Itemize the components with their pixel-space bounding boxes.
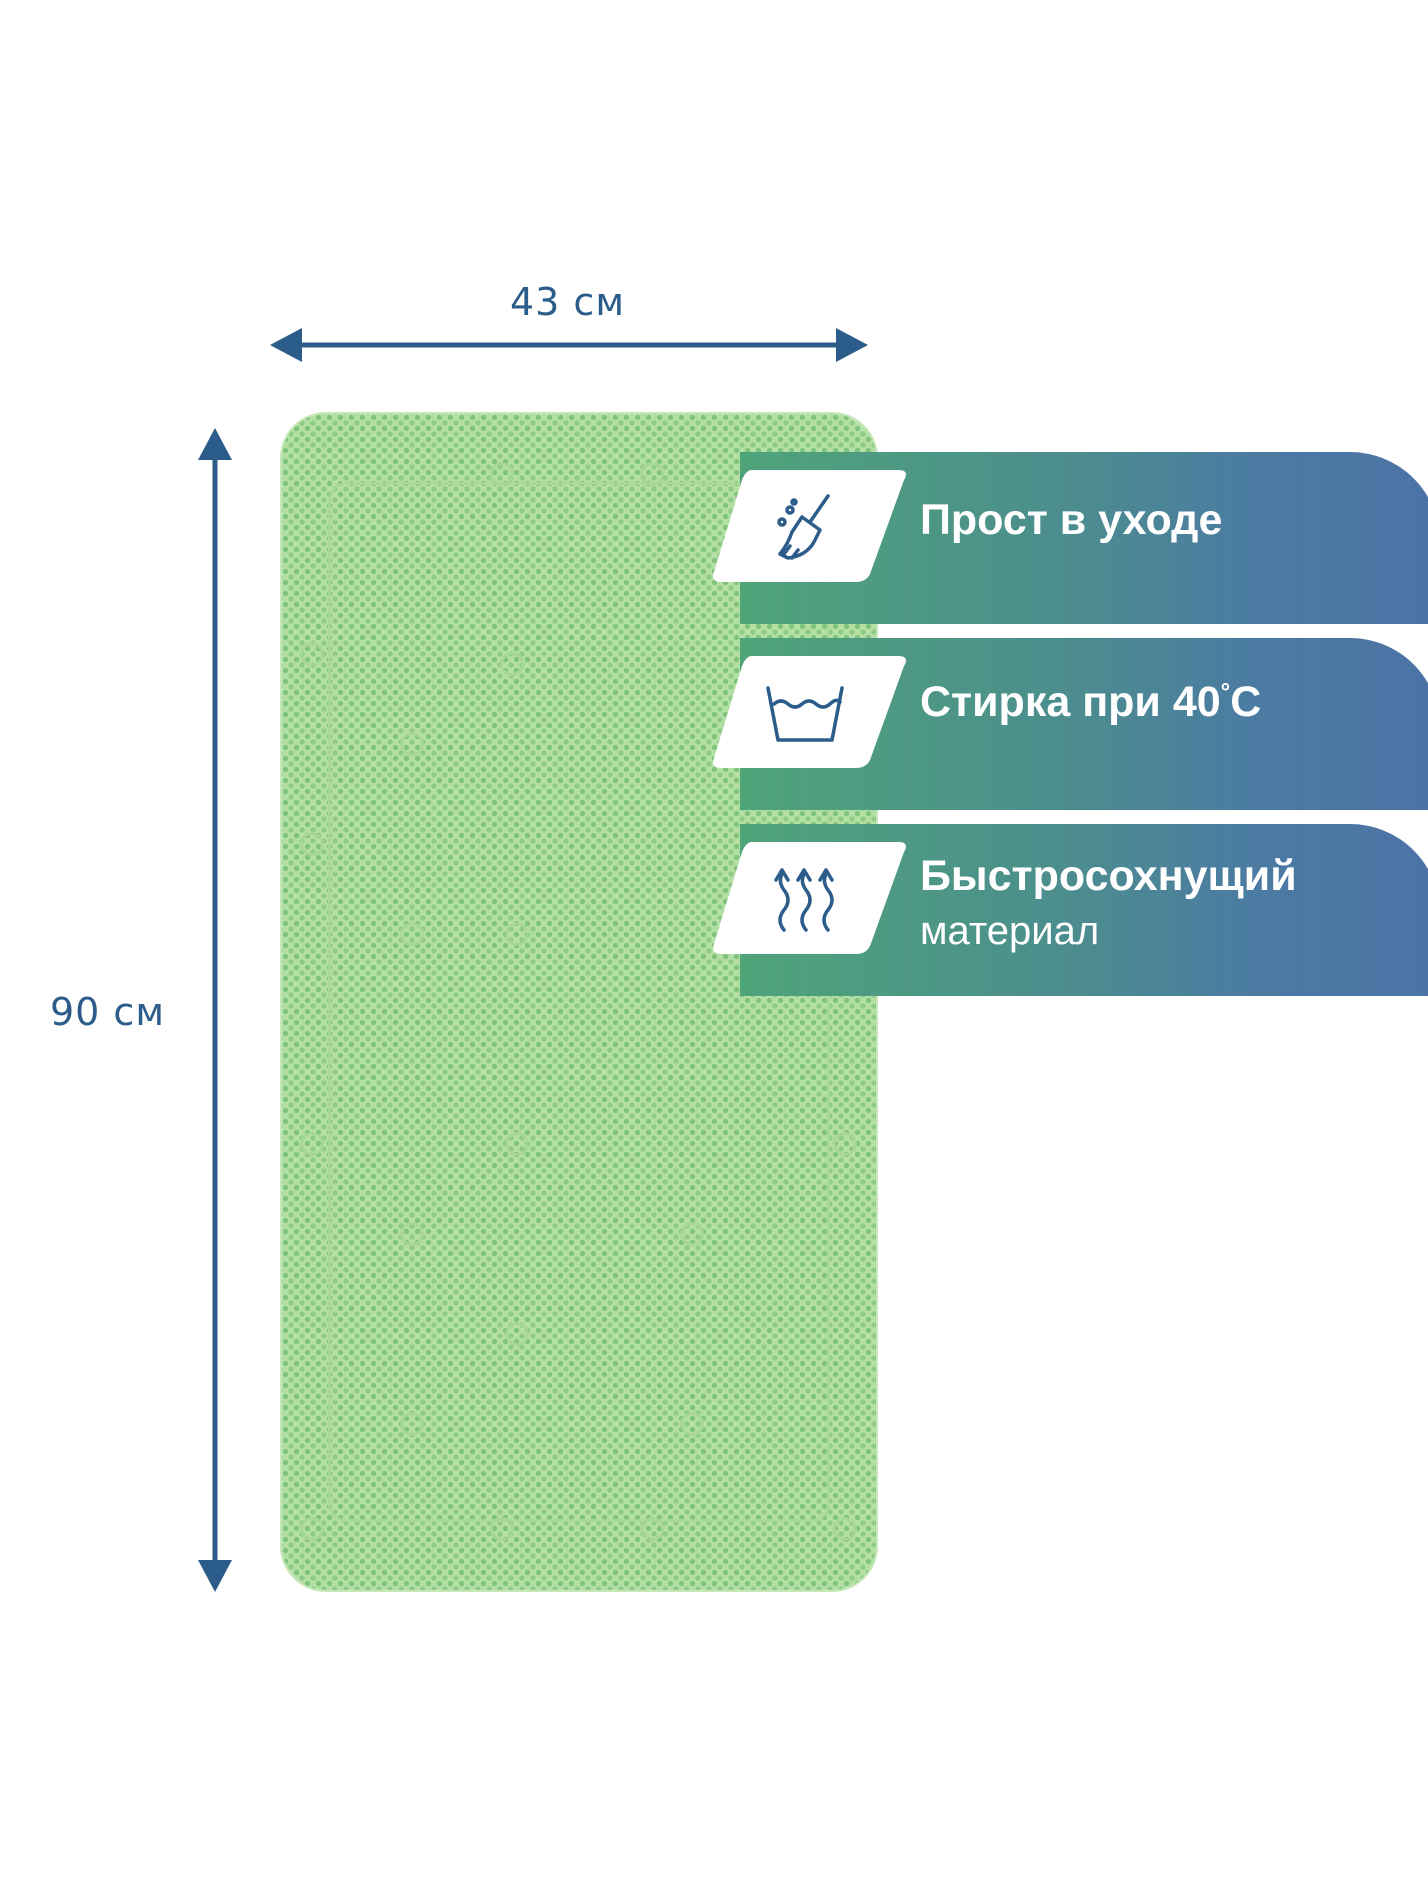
suction-cup	[680, 1412, 704, 1436]
suction-cup	[640, 462, 664, 486]
height-label: 90 см	[50, 990, 165, 1034]
suction-cup	[640, 1517, 664, 1541]
suction-cup	[505, 1132, 529, 1156]
suction-cup	[400, 1412, 424, 1436]
icon-tag	[713, 656, 906, 768]
feature-title: Быстросохнущий	[920, 852, 1297, 900]
degree-sign: °	[1220, 679, 1231, 706]
feature-title: Стирка при 40°C	[920, 678, 1261, 727]
broom-icon	[777, 494, 830, 560]
width-arrow-right-head	[836, 328, 868, 362]
feature-subtitle: материал	[920, 909, 1100, 953]
icon-tag	[713, 842, 906, 954]
suction-cup	[400, 1222, 424, 1246]
suction-cup	[490, 462, 514, 486]
height-arrow-top-head	[198, 428, 232, 460]
feature-banner-quick-dry: Быстросохнущий материал	[713, 824, 1428, 996]
suction-cup	[300, 642, 324, 666]
suction-cup	[400, 922, 424, 946]
feature-title-main: Стирка при 40	[920, 678, 1221, 726]
width-label: 43 см	[510, 280, 625, 324]
suction-cup	[505, 1322, 529, 1346]
height-arrow-bottom-head	[198, 1560, 232, 1592]
suction-cup	[833, 1517, 857, 1541]
suction-cup	[490, 1517, 514, 1541]
feature-banner-easy-care: Прост в уходе	[713, 452, 1428, 624]
feature-title-unit: C	[1230, 678, 1262, 726]
heat-waves-icon	[774, 868, 834, 932]
suction-cup	[680, 1222, 704, 1246]
suction-cup	[400, 732, 424, 756]
suction-cup	[300, 832, 324, 856]
width-arrow-left-head	[270, 328, 302, 362]
suction-cup	[833, 1132, 857, 1156]
wash-40-icon	[766, 686, 844, 742]
feature-banner-wash-40: Стирка при 40°C	[713, 638, 1428, 810]
mat-inner-border	[328, 482, 830, 1522]
icon-tag	[713, 470, 906, 582]
suction-cup	[505, 922, 529, 946]
feature-title: Прост в уходе	[920, 496, 1223, 544]
suction-cup	[300, 1517, 324, 1541]
suction-cup	[300, 1132, 324, 1156]
suction-cup	[500, 652, 524, 676]
